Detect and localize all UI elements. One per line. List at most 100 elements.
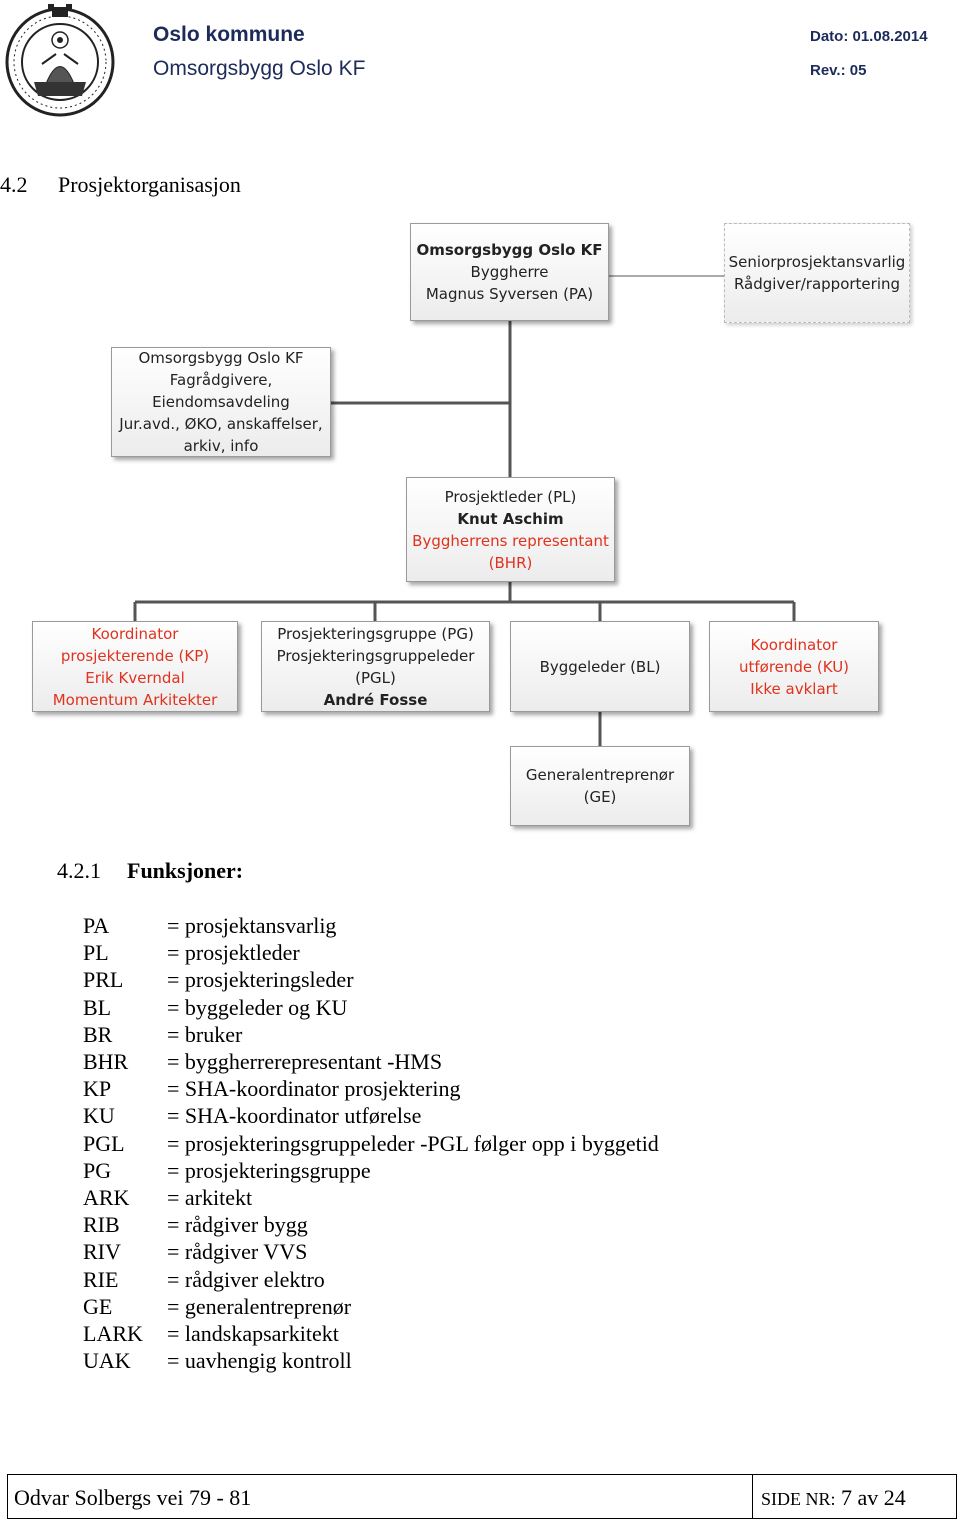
organization-unit: Omsorgsbygg Oslo KF <box>153 57 366 80</box>
abbreviation-description: = prosjekteringsgruppeleder -PGL følger … <box>167 1130 659 1156</box>
abbreviation-item: RIV = rådgiver VVS <box>83 1238 659 1265</box>
organization-name: Oslo kommune <box>153 23 305 46</box>
org-box-prosjekteringsgruppe: Prosjekteringsgruppe (PG) Prosjekterings… <box>261 621 490 712</box>
box-line: (BHR) <box>488 553 533 572</box>
abbreviation-description: = SHA-koordinator utførelse <box>167 1103 422 1129</box>
footer-address: Odvar Solbergs vei 79 - 81 <box>8 1475 753 1518</box>
box-line: Prosjekteringsgruppe (PG) <box>277 624 474 643</box>
footer-page-number: SIDE NR: 7 av 24 <box>753 1475 956 1518</box>
section-heading: 4.2 Prosjektorganisasjon <box>0 172 241 198</box>
box-line: Eiendomsavdeling <box>152 393 290 411</box>
section-number: 4.2 <box>0 172 28 197</box>
org-box-koordinator-utforende: Koordinator utførende (KU) Ikke avklart <box>709 621 879 712</box>
org-box-byggeleder: Byggeleder (BL) <box>510 621 690 712</box>
box-line: Jur.avd., ØKO, anskaffelser, <box>119 415 323 433</box>
box-line: prosjekterende (KP) <box>60 646 210 665</box>
abbreviation-code: UAK <box>83 1348 131 1374</box>
abbreviation-description: = rådgiver bygg <box>167 1212 308 1238</box>
abbreviation-item: BHR = byggherrerepresentant -HMS <box>83 1048 659 1075</box>
box-line: Omsorgsbygg Oslo KF <box>138 349 304 367</box>
abbreviation-description: = generalentreprenør <box>167 1293 352 1319</box>
box-line: Omsorgsbygg Oslo KF <box>416 241 603 259</box>
org-chart-connectors <box>133 275 796 746</box>
box-line: André Fosse <box>323 690 428 709</box>
box-line: Magnus Syversen (PA) <box>425 285 594 303</box>
abbreviation-code: KU <box>83 1103 115 1129</box>
abbreviation-item: GE = generalentreprenør <box>83 1293 659 1320</box>
abbreviation-description: = prosjektleder <box>167 940 300 966</box>
org-box-generalentreprenor: Generalentreprenør (GE) <box>510 746 690 826</box>
abbreviation-item: RIE = rådgiver elektro <box>83 1266 659 1293</box>
box-line: Erik Kverndal <box>85 668 185 687</box>
abbreviation-code: RIB <box>83 1212 120 1238</box>
box-line: Knut Aschim <box>457 509 564 528</box>
box-line: arkiv, info <box>183 437 259 455</box>
abbreviation-description: = prosjektansvarlig <box>167 913 337 938</box>
document-date: Dato: 01.08.2014 <box>810 28 928 45</box>
box-line: (GE) <box>583 788 617 806</box>
page-label: SIDE NR: <box>761 1489 836 1509</box>
abbreviation-code: KP <box>83 1076 112 1102</box>
abbreviation-description: = prosjekteringsleder <box>167 967 354 993</box>
abbreviation-code: BR <box>83 1021 113 1047</box>
box-line: Prosjekteringsgruppeleder <box>276 646 475 665</box>
page-value: 7 av 24 <box>841 1485 906 1510</box>
page-footer: Odvar Solbergs vei 79 - 81 SIDE NR: 7 av… <box>7 1474 957 1519</box>
oslo-city-seal-icon <box>4 4 116 122</box>
abbreviation-code: PL <box>83 940 109 966</box>
abbreviation-item: PL = prosjektleder <box>83 939 659 966</box>
org-chart: Omsorgsbygg Oslo KF Byggherre Magnus Syv… <box>0 215 960 835</box>
abbreviation-description: = bruker <box>167 1021 243 1047</box>
abbreviation-item: KU = SHA-koordinator utførelse <box>83 1102 659 1129</box>
subsection-heading: 4.2.1 Funksjoner: <box>57 858 243 884</box>
abbreviation-description: = arkitekt <box>167 1185 253 1211</box>
abbreviation-code: GE <box>83 1293 113 1319</box>
abbreviation-item: KP = SHA-koordinator prosjektering <box>83 1075 659 1102</box>
document-revision: Rev.: 05 <box>810 62 867 79</box>
org-box-senior-prosjektansvarlig: Seniorprosjektansvarlig Rådgiver/rapport… <box>724 223 910 323</box>
abbreviation-code: RIE <box>83 1266 119 1292</box>
abbreviation-code: PA <box>83 913 110 938</box>
box-line: Rådgiver/rapportering <box>733 275 901 293</box>
box-line: Koordinator <box>750 635 838 654</box>
abbreviation-code: BHR <box>83 1049 129 1075</box>
box-line: Seniorprosjektansvarlig <box>728 253 906 271</box>
abbreviation-code: ARK <box>83 1185 130 1211</box>
abbreviation-description: = byggeleder og KU <box>167 994 348 1020</box>
box-line: Fagrådgivere, <box>169 371 273 389</box>
box-line: utførende (KU) <box>738 657 850 676</box>
box-line: Ikke avklart <box>750 679 838 698</box>
abbreviation-item: BL = byggeleder og KU <box>83 994 659 1021</box>
abbreviation-item: BR = bruker <box>83 1021 659 1048</box>
subsection-title: Funksjoner: <box>127 858 244 883</box>
org-box-koordinator-prosjekterende: Koordinator prosjekterende (KP) Erik Kve… <box>32 621 238 712</box>
abbreviation-description: = SHA-koordinator prosjektering <box>167 1076 461 1102</box>
box-line: Byggherrens representant <box>412 531 609 550</box>
abbreviation-item: PRL = prosjekteringsleder <box>83 966 659 993</box>
section-title: Prosjektorganisasjon <box>58 172 241 197</box>
box-line: Byggherre <box>470 263 549 281</box>
abbreviation-code: PRL <box>83 967 124 993</box>
box-line: Momentum Arkitekter <box>52 690 218 709</box>
subsection-number: 4.2.1 <box>57 858 101 883</box>
box-line: Generalentreprenør <box>525 766 675 784</box>
org-box-fagradgivere: Omsorgsbygg Oslo KF Fagrådgivere, Eiendo… <box>111 347 331 457</box>
box-line: Koordinator <box>91 624 179 643</box>
box-line: Prosjektleder (PL) <box>444 487 577 506</box>
abbreviation-description: = byggherrerepresentant -HMS <box>167 1049 443 1075</box>
abbreviation-description: = prosjekteringsgruppe <box>167 1157 371 1183</box>
abbreviation-description: = rådgiver elektro <box>167 1266 325 1292</box>
abbreviation-code: LARK <box>83 1321 143 1347</box>
abbreviation-code: PGL <box>83 1130 125 1156</box>
abbreviation-item: ARK = arkitekt <box>83 1184 659 1211</box>
abbreviation-code: BL <box>83 994 112 1020</box>
abbreviation-description: = rådgiver VVS <box>167 1239 308 1265</box>
abbreviation-description: = landskapsarkitekt <box>167 1321 339 1347</box>
abbreviation-code: RIV <box>83 1239 121 1265</box>
org-box-byggherre: Omsorgsbygg Oslo KF Byggherre Magnus Syv… <box>410 223 609 321</box>
abbreviation-item: PGL = prosjekteringsgruppeleder -PGL følg… <box>83 1130 659 1157</box>
abbreviation-item: PG= prosjekteringsgruppe <box>83 1157 659 1184</box>
abbreviation-item: RIB = rådgiver bygg <box>83 1211 659 1238</box>
box-line: Byggeleder (BL) <box>539 657 661 676</box>
